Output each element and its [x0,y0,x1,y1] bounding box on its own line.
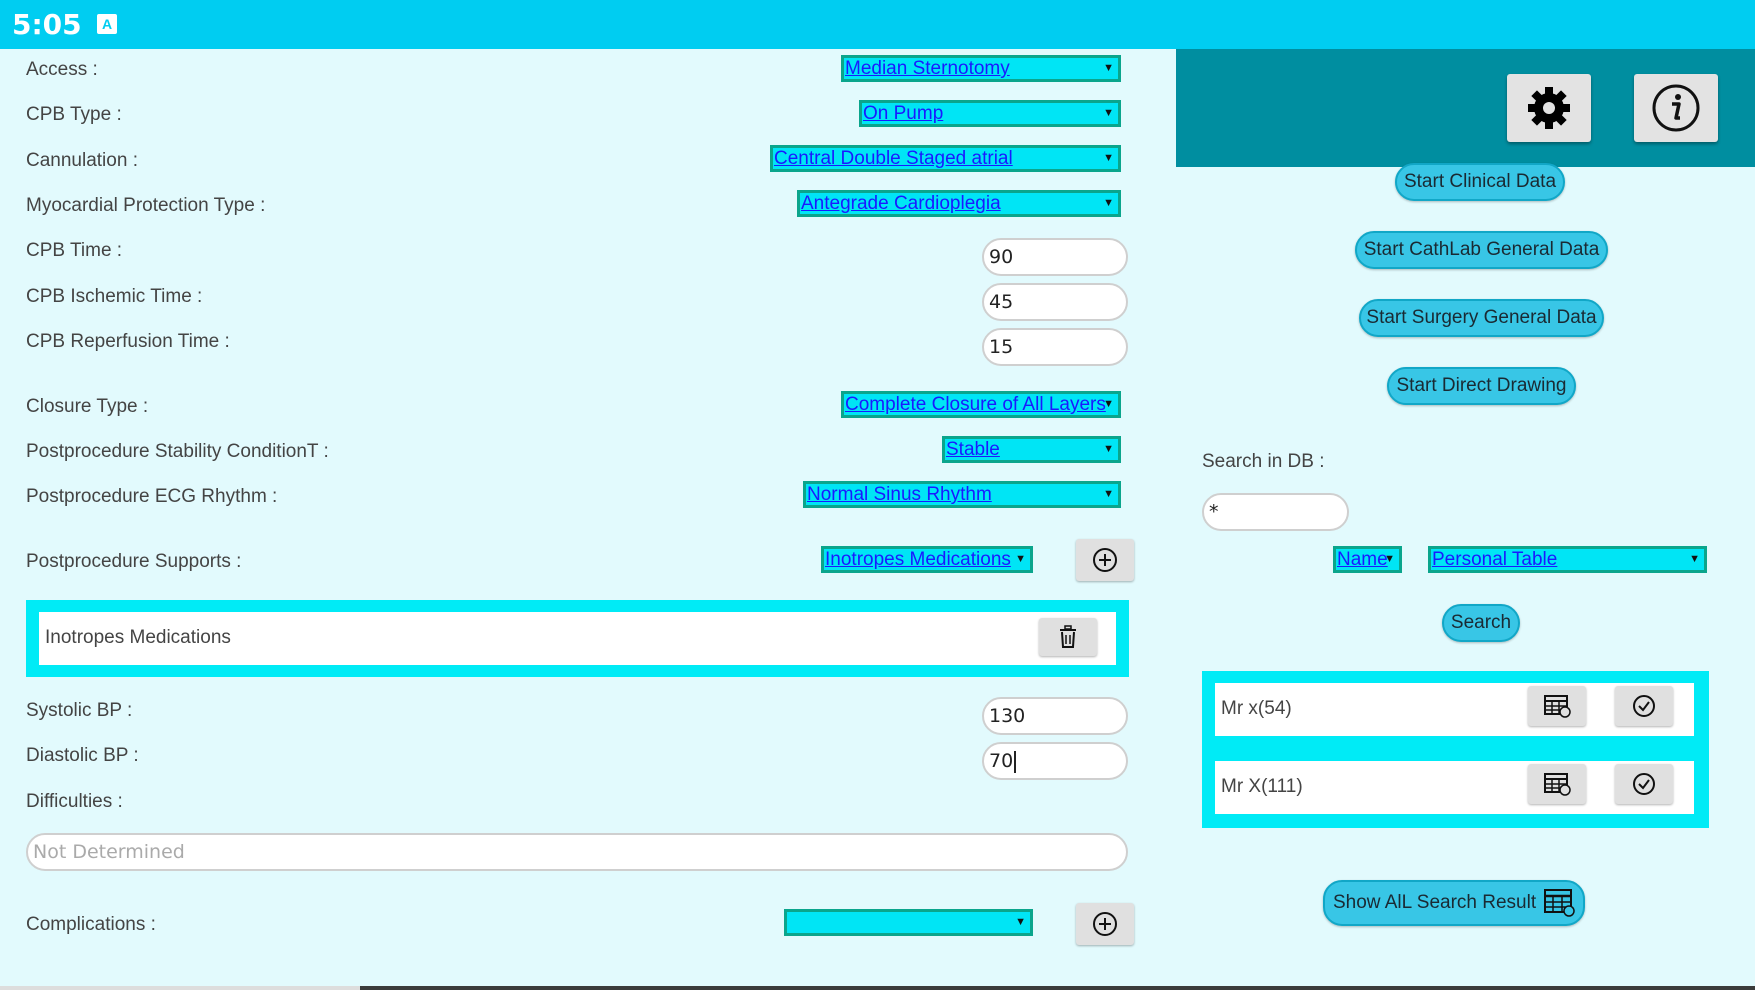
gear-icon [1528,87,1570,129]
cannulation-dropdown[interactable]: Central Double Staged atrial ▼ [770,145,1121,172]
dropdown-arrow-icon: ▼ [1384,553,1395,565]
bottom-edge [0,986,1755,990]
cpb-reperfusion-input[interactable]: 15 [982,328,1128,366]
result-name: Mr x(54) [1221,698,1292,719]
myocardial-value: Antegrade Cardioplegia [801,193,1001,214]
dropdown-arrow-icon: ▼ [1689,553,1700,565]
closure-label: Closure Type : [26,396,149,417]
table-icon [1544,889,1575,917]
complications-label: Complications : [26,914,156,935]
info-icon [1652,84,1700,132]
keyboard-a-icon: A [97,14,117,34]
difficulties-input[interactable]: Not Determined [26,833,1128,871]
search-field-value: Name [1337,549,1388,570]
stability-dropdown[interactable]: Stable ▼ [942,436,1121,463]
closure-dropdown[interactable]: Complete Closure of All Layers▼ [841,391,1121,418]
list-item: Mr X(111) [1215,761,1694,814]
table-icon [1544,773,1571,796]
supports-list: Inotropes Medications [26,600,1129,677]
start-surgery-data-button[interactable]: Start Surgery General Data [1359,299,1604,337]
stability-value: Stable [946,439,1000,460]
show-all-label: Show AlL Search Result [1333,892,1537,913]
search-results-list: Mr x(54) Mr X(111) [1202,671,1709,828]
trash-icon [1060,625,1076,648]
select-record-button[interactable] [1615,764,1673,804]
dropdown-arrow-icon: ▼ [1015,916,1026,928]
search-table-value: Personal Table [1432,549,1558,570]
show-all-results-button[interactable]: Show AlL Search Result [1323,880,1585,926]
dropdown-arrow-icon: ▼ [1103,488,1114,500]
select-record-button[interactable] [1615,686,1673,726]
dropdown-arrow-icon: ▼ [1103,152,1114,164]
ecg-dropdown[interactable]: Normal Sinus Rhythm ▼ [803,481,1121,508]
dropdown-arrow-icon: ▼ [1103,443,1114,455]
cannulation-label: Cannulation : [26,150,138,171]
result-name: Mr X(111) [1221,776,1303,797]
text-cursor [1014,750,1017,773]
cpb-type-value: On Pump [863,103,944,124]
add-support-button[interactable] [1076,539,1134,581]
start-direct-drawing-button[interactable]: Start Direct Drawing [1387,367,1576,405]
settings-button[interactable] [1507,74,1591,142]
view-record-button[interactable] [1528,764,1586,804]
access-dropdown[interactable]: Median Sternotomy ▼ [841,55,1121,82]
myocardial-label: Myocardial Protection Type : [26,195,266,216]
cannulation-value: Central Double Staged atrial [774,148,1013,169]
search-field-dropdown[interactable]: Name▼ [1333,546,1402,573]
cpb-time-input[interactable]: 90 [982,238,1128,276]
status-bar: 5:05 A [0,0,1755,49]
difficulties-label: Difficulties : [26,791,123,812]
start-cathlab-data-button[interactable]: Start CathLab General Data [1355,231,1608,269]
search-db-label: Search in DB : [1202,451,1325,472]
check-circle-icon [1633,695,1655,717]
systolic-label: Systolic BP : [26,700,133,721]
cpb-time-label: CPB Time : [26,240,123,261]
check-circle-icon [1633,773,1655,795]
supports-dropdown[interactable]: Inotropes Medications ▼ [821,546,1033,573]
cpb-reperfusion-label: CPB Reperfusion Time : [26,331,230,352]
dropdown-arrow-icon: ▼ [1103,197,1114,209]
diastolic-label: Diastolic BP : [26,745,139,766]
dropdown-arrow-icon: ▼ [1103,107,1114,119]
diastolic-input[interactable]: 70 [982,742,1128,780]
ecg-label: Postprocedure ECG Rhythm : [26,486,278,507]
cpb-ischemic-input[interactable]: 45 [982,283,1128,321]
supports-value: Inotropes Medications [825,549,1011,570]
dropdown-arrow-icon: ▼ [1103,62,1114,74]
status-time: 5:05 [12,8,82,41]
complications-dropdown[interactable]: ▼ [784,909,1033,936]
side-panel-header [1176,49,1755,167]
view-record-button[interactable] [1528,686,1586,726]
search-input[interactable]: * [1202,493,1349,531]
bottom-edge-highlight [0,986,360,990]
dropdown-arrow-icon: ▼ [1103,398,1114,410]
list-item: Mr x(54) [1215,683,1694,736]
diastolic-value: 70 [989,750,1014,772]
ecg-value: Normal Sinus Rhythm [807,484,992,505]
cpb-type-dropdown[interactable]: On Pump ▼ [859,100,1121,127]
myocardial-dropdown[interactable]: Antegrade Cardioplegia ▼ [797,190,1121,217]
add-complication-button[interactable] [1076,903,1134,945]
table-icon [1544,695,1571,718]
cpb-type-label: CPB Type : [26,104,122,125]
stability-label: Postprocedure Stability ConditionT : [26,441,329,462]
access-value: Median Sternotomy [845,58,1010,79]
search-table-dropdown[interactable]: Personal Table ▼ [1428,546,1707,573]
access-label: Access : [26,59,98,80]
start-clinical-data-button[interactable]: Start Clinical Data [1395,163,1565,201]
search-button[interactable]: Search [1442,604,1520,642]
dropdown-arrow-icon: ▼ [1015,553,1026,565]
systolic-input[interactable]: 130 [982,697,1128,735]
plus-circle-icon [1093,912,1117,936]
closure-value: Complete Closure of All Layers [845,394,1106,415]
info-button[interactable] [1634,74,1718,142]
delete-support-button[interactable] [1039,618,1097,656]
list-item: Inotropes Medications [39,612,1116,665]
support-item-label: Inotropes Medications [45,627,231,648]
supports-label: Postprocedure Supports : [26,551,242,572]
cpb-ischemic-label: CPB Ischemic Time : [26,286,203,307]
plus-circle-icon [1093,548,1117,572]
